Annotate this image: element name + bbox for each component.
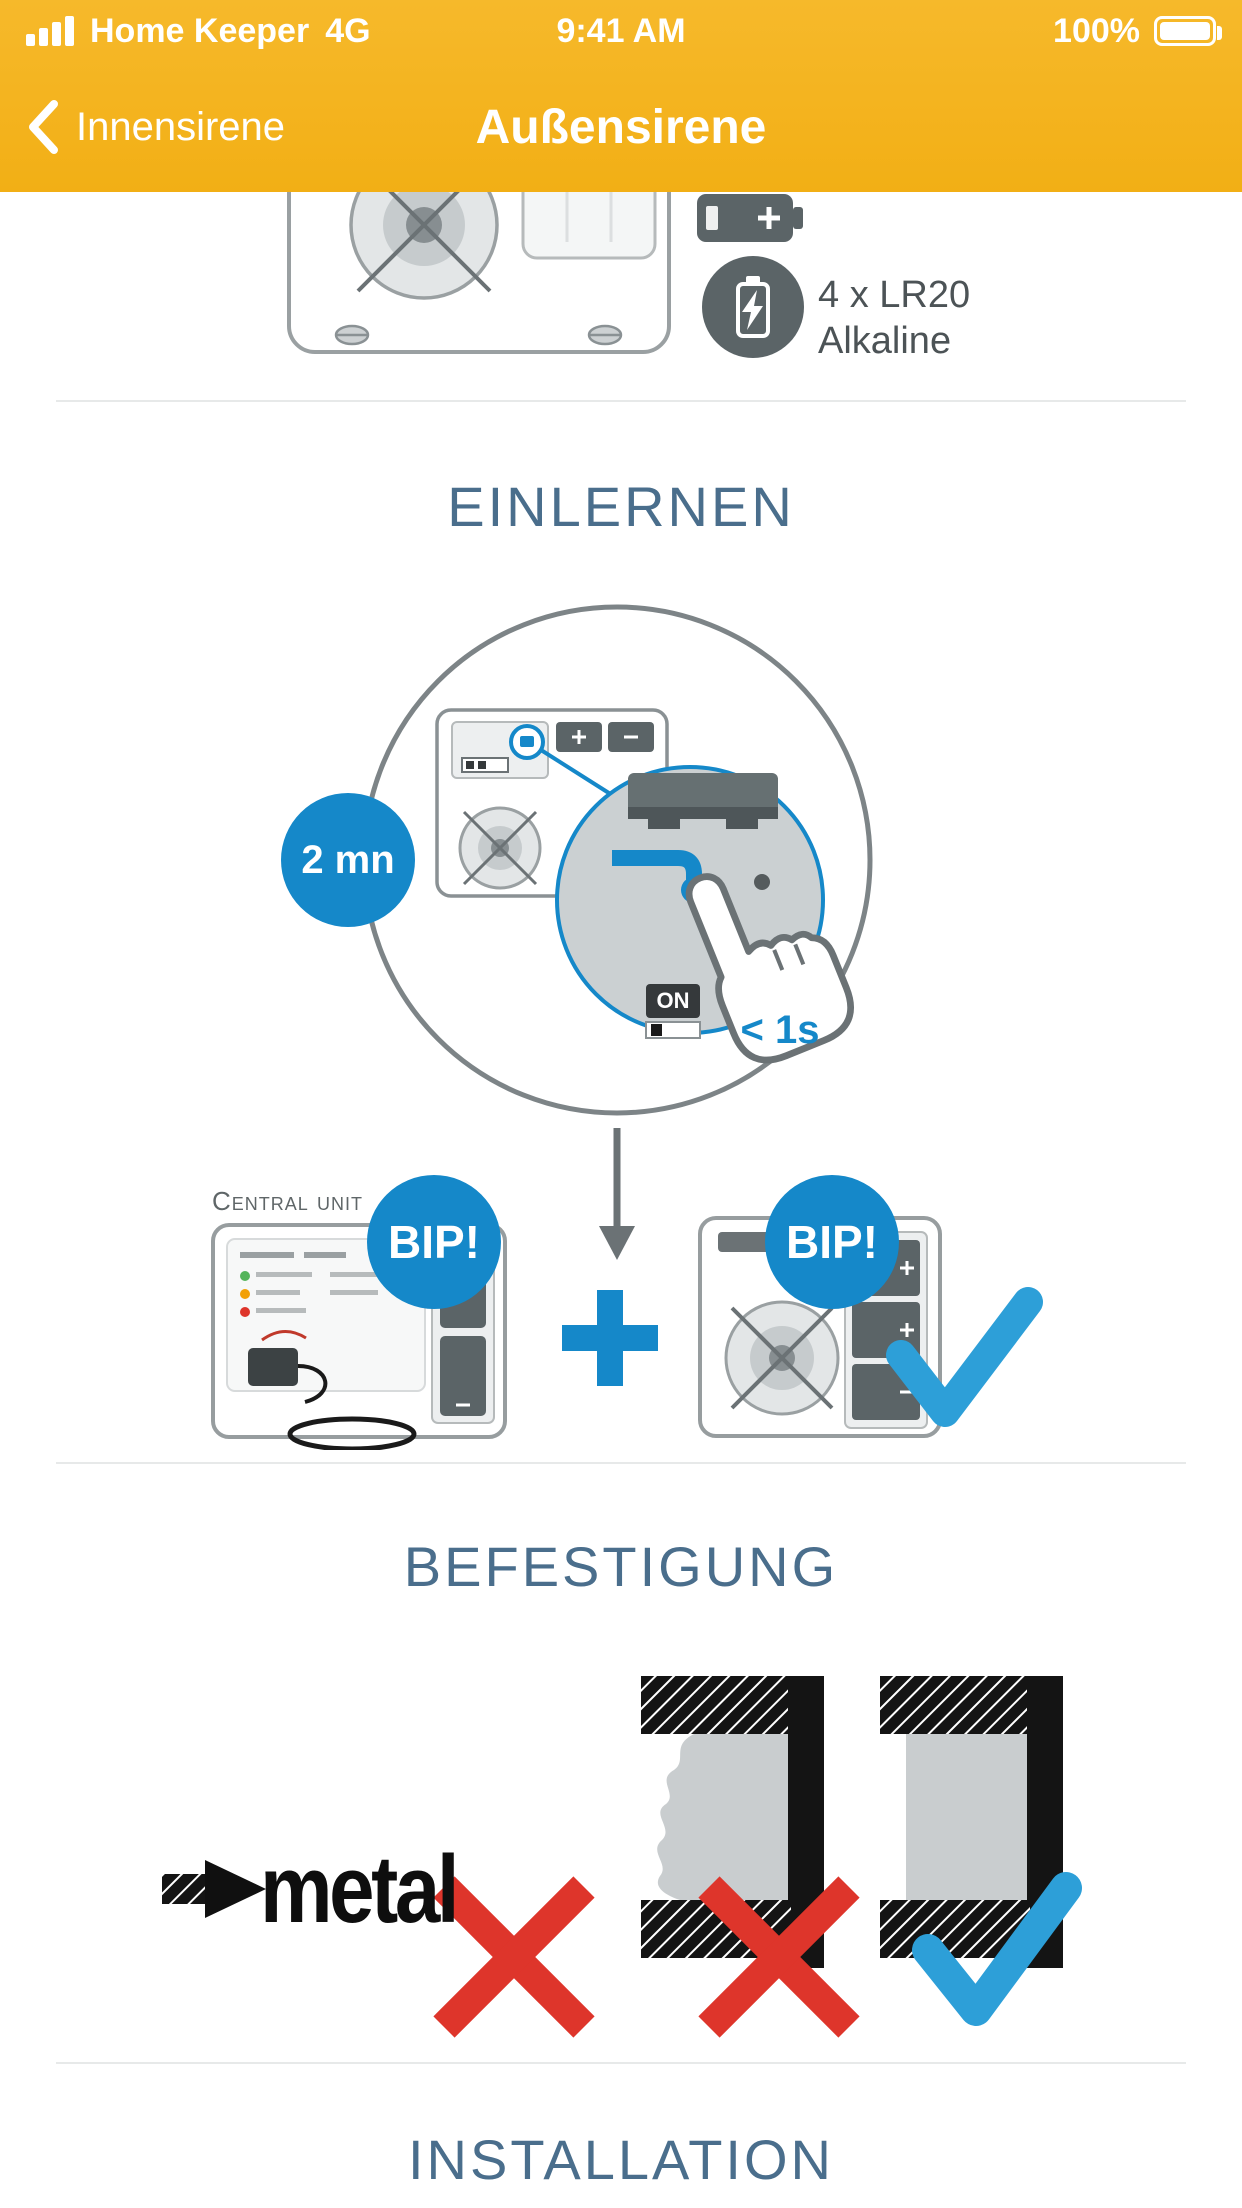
battery-cell-icon xyxy=(697,194,803,242)
pairing-diagram: 2 mn ON < 1s Central unit BIP! BIP! xyxy=(0,560,1242,1452)
divider xyxy=(56,2062,1186,2064)
section-heading-einlernen: EINLERNEN xyxy=(447,475,795,538)
clock: 9:41 AM xyxy=(556,11,686,50)
page-title: Außensirene xyxy=(475,100,767,154)
divider xyxy=(56,400,1186,402)
battery-spec-line1: 4 x LR20 xyxy=(818,274,971,316)
status-bar: Home Keeper 4G 9:41 AM 100% xyxy=(0,0,1242,62)
bip-badge-siren: BIP! xyxy=(765,1175,899,1309)
section-heading-befestigung: BEFESTIGUNG xyxy=(403,1535,839,1598)
cross-icon-metal xyxy=(433,1876,595,2038)
divider xyxy=(56,1462,1186,1464)
carrier-label: Home Keeper xyxy=(90,11,310,50)
back-button-label: Innensirene xyxy=(76,104,286,149)
battery-percent-label: 100% xyxy=(1053,11,1140,50)
dip-switch-label-bg xyxy=(646,984,700,1018)
press-duration-label: < 1s xyxy=(740,1008,820,1052)
content-scroll-area[interactable]: 4 x LR20 Alkaline EINLERNEN xyxy=(0,192,1242,2208)
duration-badge: 2 mn xyxy=(281,793,415,927)
back-button[interactable]: Innensirene xyxy=(26,62,285,192)
network-type-label: 4G xyxy=(325,11,371,50)
metal-label: metal xyxy=(260,1836,460,1943)
bip-badge-central-unit: BIP! xyxy=(367,1175,501,1309)
cross-icon-uneven-wall xyxy=(698,1876,860,2038)
central-unit-label: Central unit xyxy=(212,1186,364,1216)
success-check-icon xyxy=(886,1287,1043,1427)
dip-on-label: ON xyxy=(656,988,690,1013)
battery-badge-icon xyxy=(702,256,804,358)
signal-strength-icon xyxy=(26,16,74,46)
down-arrow-icon xyxy=(599,1128,635,1260)
zoom-connector-line xyxy=(539,748,614,797)
back-chevron-icon xyxy=(29,100,58,154)
plus-icon xyxy=(555,1283,665,1393)
battery-spec-line2: Alkaline xyxy=(818,320,952,362)
status-bar-right: 100% xyxy=(1053,11,1222,51)
battery-spec: 4 x LR20 Alkaline xyxy=(818,272,970,364)
outdoor-siren-cutaway xyxy=(287,192,671,354)
status-bar-left: Home Keeper 4G xyxy=(26,12,371,51)
prog-button-arrow xyxy=(612,850,702,884)
nav-bar: Innensirene Außensirene xyxy=(0,62,1242,192)
hand-cursor-icon xyxy=(685,873,854,1064)
battery-icon xyxy=(1154,16,1222,46)
cable-loop xyxy=(287,1416,417,1452)
app-header: Home Keeper 4G 9:41 AM 100% Innensirene … xyxy=(0,0,1242,192)
siren-overview-illustration: 4 x LR20 Alkaline xyxy=(0,192,1242,400)
mounting-diagram: metal xyxy=(0,1650,1242,2050)
metal-screw-icon xyxy=(162,1860,266,1918)
check-icon-flat-wall xyxy=(912,1872,1082,2026)
section-heading-installation: INSTALLATION xyxy=(407,2128,834,2191)
